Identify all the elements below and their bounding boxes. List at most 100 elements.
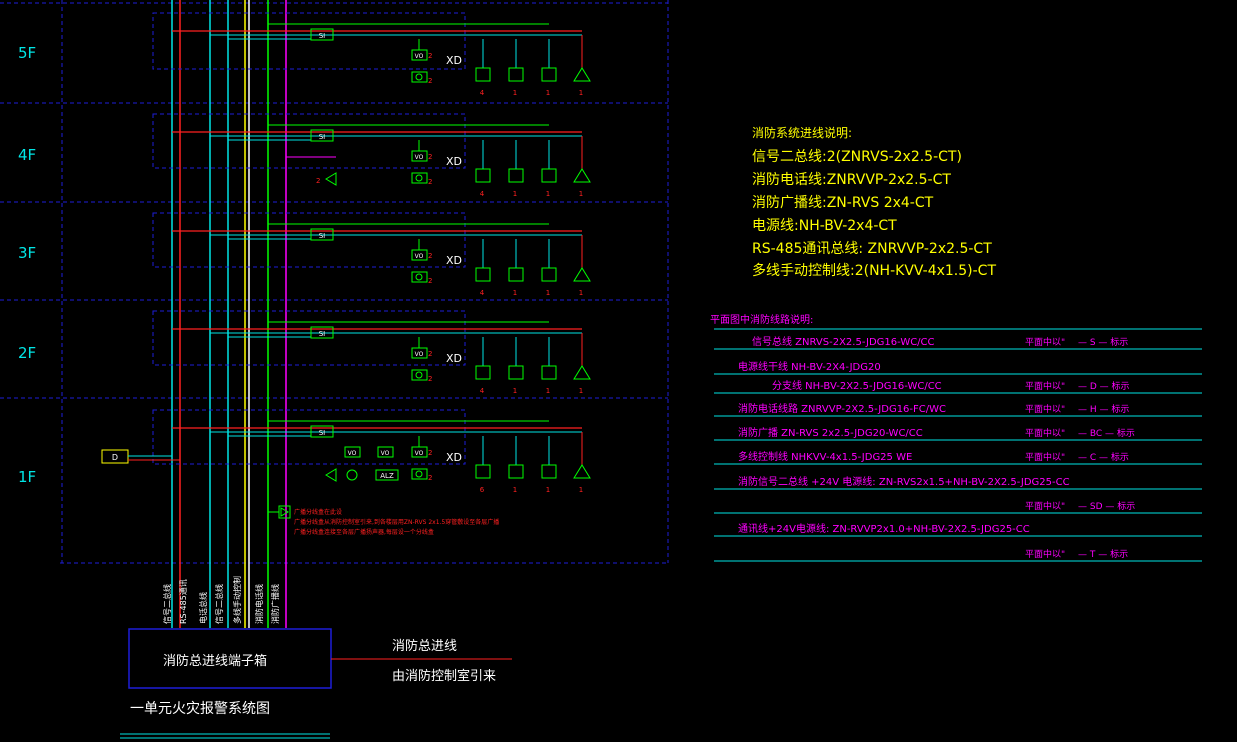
manual-alarm-icon xyxy=(508,168,524,183)
d-module: D xyxy=(101,449,180,464)
svg-text:4: 4 xyxy=(480,89,485,97)
svg-text:消防广播线: 消防广播线 xyxy=(270,584,280,624)
svg-text:2: 2 xyxy=(428,375,432,383)
svg-text:ALZ: ALZ xyxy=(380,472,394,480)
legend-row-plan: 平面中以" xyxy=(1025,336,1065,348)
smoke-detector-icon xyxy=(475,365,491,380)
horn-icon xyxy=(573,365,591,380)
smoke-detector-icon xyxy=(475,168,491,183)
red-notes: 广播分线盒在此设 广播分线盒从消防控制室引来,到各楼层用ZN-RVS 2x1.5… xyxy=(294,508,499,536)
feed-label: 消防总进线 xyxy=(392,638,457,654)
floor-labels: 5F 4F 3F 2F 1F xyxy=(18,44,36,486)
sound-light-alarm-icon xyxy=(541,168,557,183)
svg-text:1: 1 xyxy=(513,387,517,395)
svg-text:1: 1 xyxy=(579,190,583,198)
svg-text:电话总线: 电话总线 xyxy=(198,592,208,624)
svg-text:2: 2 xyxy=(428,77,432,85)
legend-yellow: 消防系统进线说明: 信号二总线:2(ZNRVS-2x2.5-CT) 消防电话线:… xyxy=(752,125,996,279)
xd-label: XD xyxy=(446,155,462,168)
svg-text:4: 4 xyxy=(480,289,485,297)
svg-text:SI: SI xyxy=(319,133,326,141)
svg-text:2: 2 xyxy=(428,350,432,358)
horn-icon xyxy=(573,168,591,183)
legend-row-plan: 平面中以" xyxy=(1025,380,1065,392)
svg-text:2: 2 xyxy=(428,449,432,457)
svg-text:2: 2 xyxy=(428,153,432,161)
svg-text:广播分线盒在此设: 广播分线盒在此设 xyxy=(294,508,342,516)
xd-label: XD xyxy=(446,451,462,464)
feed-source-label: 由消防控制室引来 xyxy=(392,668,496,684)
horn-icon xyxy=(573,267,591,282)
floor-grid xyxy=(0,0,669,564)
svg-text:1: 1 xyxy=(579,89,583,97)
smoke-detector-icon xyxy=(475,67,491,82)
svg-text:多线手动控制线:2(NH-KVV-4x1.5)-CT: 多线手动控制线:2(NH-KVV-4x1.5)-CT xyxy=(752,262,996,279)
svg-text:1: 1 xyxy=(546,486,550,494)
si-module xyxy=(310,28,334,41)
horn-icon xyxy=(573,464,591,479)
sound-light-alarm-icon xyxy=(541,365,557,380)
svg-text:1: 1 xyxy=(513,289,517,297)
svg-text:SI: SI xyxy=(319,232,326,240)
horn-icon xyxy=(573,67,591,82)
svg-text:2: 2 xyxy=(428,277,432,285)
sound-light-alarm-icon xyxy=(541,67,557,82)
manual-alarm-icon xyxy=(508,67,524,82)
svg-text:2: 2 xyxy=(428,178,432,186)
svg-text:2: 2 xyxy=(316,177,320,185)
svg-text:多线手动控制: 多线手动控制 xyxy=(232,576,242,624)
floor-label-1f: 1F xyxy=(18,468,36,486)
legend-row-text: 多线控制线 NHKVV-4x1.5-JDG25 WE xyxy=(738,450,912,463)
legend-row-mark: — SD — 标示 xyxy=(1078,500,1135,512)
legend-row-text: 消防电话线路 ZNRVVP-2X2.5-JDG16-FC/WC xyxy=(738,402,946,415)
manual-alarm-icon xyxy=(508,365,524,380)
svg-text:1: 1 xyxy=(513,89,517,97)
svg-text:消防广播线:ZN-RVS 2x4-CT: 消防广播线:ZN-RVS 2x4-CT xyxy=(752,195,934,211)
svg-text:1: 1 xyxy=(579,387,583,395)
svg-text:1: 1 xyxy=(579,289,583,297)
svg-text:广播分线盒从消防控制室引来,到各楼层用ZN-RVS 2x1.: 广播分线盒从消防控制室引来,到各楼层用ZN-RVS 2x1.5穿管敷设至各层广播 xyxy=(294,518,499,526)
svg-text:2: 2 xyxy=(428,474,432,482)
svg-text:2: 2 xyxy=(428,52,432,60)
legend-row-text: 消防广播 ZN-RVS 2x2.5-JDG20-WC/CC xyxy=(738,426,923,439)
sound-light-alarm-icon xyxy=(541,464,557,479)
legend-row-plan: 平面中以" xyxy=(1025,451,1065,463)
svg-text:6: 6 xyxy=(480,486,485,494)
broadcast-junction xyxy=(268,505,291,519)
legend-row-mark: — T — 标示 xyxy=(1078,548,1128,560)
legend-row-mark: — D — 标示 xyxy=(1078,380,1130,392)
manual-alarm-icon xyxy=(508,267,524,282)
svg-text:广播分线盒连接至各层广播扬声器,每层设一个分线盒: 广播分线盒连接至各层广播扬声器,每层设一个分线盒 xyxy=(294,528,434,536)
smoke-detector-icon xyxy=(475,267,491,282)
legend-row-plan: 平面中以" xyxy=(1025,427,1065,439)
si-module xyxy=(310,129,334,142)
svg-text:1: 1 xyxy=(513,190,517,198)
floor-label-5f: 5F xyxy=(18,44,36,62)
svg-text:SI: SI xyxy=(319,330,326,338)
svg-text:1: 1 xyxy=(579,486,583,494)
svg-text:VO: VO xyxy=(381,450,390,457)
floor-label-3f: 3F xyxy=(18,244,36,262)
svg-text:VO: VO xyxy=(415,253,424,260)
svg-text:VO: VO xyxy=(415,53,424,60)
legend-row-text: 通讯线+24V电源线: ZN-RVVP2x1.0+NH-BV-2X2.5-JDG… xyxy=(738,522,1030,535)
svg-text:消防电话线: 消防电话线 xyxy=(254,584,264,624)
legend-row-mark: — C — 标示 xyxy=(1078,451,1129,463)
svg-text:4: 4 xyxy=(480,190,485,198)
si-module xyxy=(310,326,334,339)
legend-row-text: 分支线 NH-BV-2X2.5-JDG16-WC/CC xyxy=(772,379,942,392)
svg-text:1: 1 xyxy=(546,190,550,198)
svg-text:VO: VO xyxy=(415,450,424,457)
legend-yellow-title: 消防系统进线说明: xyxy=(752,125,852,140)
si-module xyxy=(310,425,334,438)
legend-row-plan: 平面中以" xyxy=(1025,500,1065,512)
svg-text:1: 1 xyxy=(513,486,517,494)
legend-magenta-title: 平面图中消防线路说明: xyxy=(710,313,813,326)
xd-label: XD xyxy=(446,352,462,365)
